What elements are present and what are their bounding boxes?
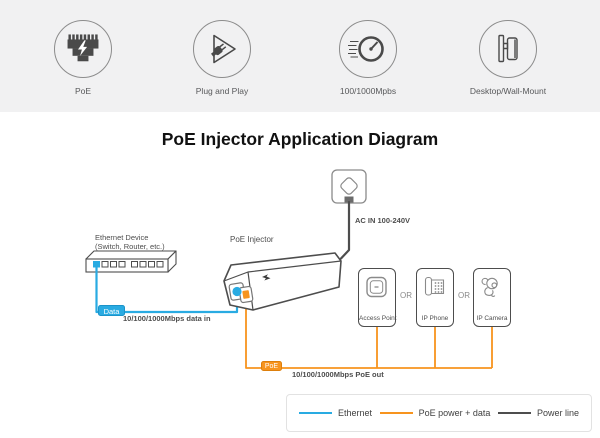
ethernet-switch-icon: [85, 250, 177, 273]
ethernet-line-swatch: [299, 412, 332, 414]
legend-ethernet-label: Ethernet: [338, 408, 373, 418]
poe-icon: [54, 20, 112, 78]
ethernet-device-label-line1: Ethernet Device: [95, 233, 149, 242]
wall-outlet-icon: [331, 169, 367, 204]
data-port: [232, 286, 242, 297]
ip-phone-label: IP Phone: [421, 315, 449, 322]
injector-logo-mark: [262, 274, 271, 281]
ip-phone-icon: [422, 274, 448, 305]
poe-caption: 10/100/1000Mbps PoE out: [292, 370, 384, 379]
ip-camera-label: IP Camera: [476, 315, 508, 322]
feature-poe-label: PoE: [74, 86, 92, 96]
data-badge: Data: [98, 305, 125, 316]
legend-poe-label: PoE power + data: [418, 408, 491, 418]
feature-plug-and-play-label: Plug and Play: [195, 86, 249, 96]
poe-badge: PoE: [261, 361, 282, 371]
poe-injector-icon: [223, 252, 342, 311]
legend-item-power: Power line: [497, 408, 579, 418]
legend-item-ethernet: Ethernet: [299, 408, 372, 418]
wall-mount-icon: [479, 20, 537, 78]
poe-port: [242, 290, 250, 299]
plug-and-play-icon: [193, 20, 251, 78]
ip-camera-box: IP Camera: [473, 268, 511, 327]
feature-plug-and-play: Plug and Play: [162, 20, 282, 96]
legend-item-poe: PoE power + data: [379, 408, 491, 418]
legend: Ethernet PoE power + data Power line: [286, 394, 592, 432]
or-label-2: OR: [458, 291, 470, 300]
feature-wall-mount: Desktop/Wall-Mount: [448, 20, 568, 96]
ip-phone-box: IP Phone: [416, 268, 454, 327]
feature-banner: PoE Plug and Play: [0, 0, 600, 112]
power-line-swatch: [497, 412, 531, 414]
ethernet-device-label-line2: (Switch, Router, etc.): [95, 242, 165, 251]
poe-line-swatch: [379, 412, 413, 414]
ac-in-label: AC IN 100-240V: [355, 216, 411, 225]
or-label-1: OR: [400, 291, 412, 300]
poe-cable-lines: [245, 300, 493, 369]
access-point-label: Access Point: [359, 315, 397, 322]
speedometer-icon: [339, 20, 397, 78]
poe-injector-label: PoE Injector: [230, 235, 274, 244]
page-title: PoE Injector Application Diagram: [161, 129, 439, 149]
legend-power-label: Power line: [536, 408, 579, 418]
ip-camera-icon: [479, 274, 505, 305]
feature-speed-label: 100/1000Mpbs: [339, 86, 397, 96]
data-caption: 10/100/1000Mbps data in: [123, 314, 211, 323]
feature-wall-mount-label: Desktop/Wall-Mount: [469, 86, 547, 96]
feature-poe: PoE: [23, 20, 143, 96]
access-point-box: Access Point: [358, 268, 397, 327]
access-point-icon: [364, 274, 390, 305]
power-line: [339, 200, 351, 260]
feature-speed: 100/1000Mpbs: [308, 20, 428, 96]
